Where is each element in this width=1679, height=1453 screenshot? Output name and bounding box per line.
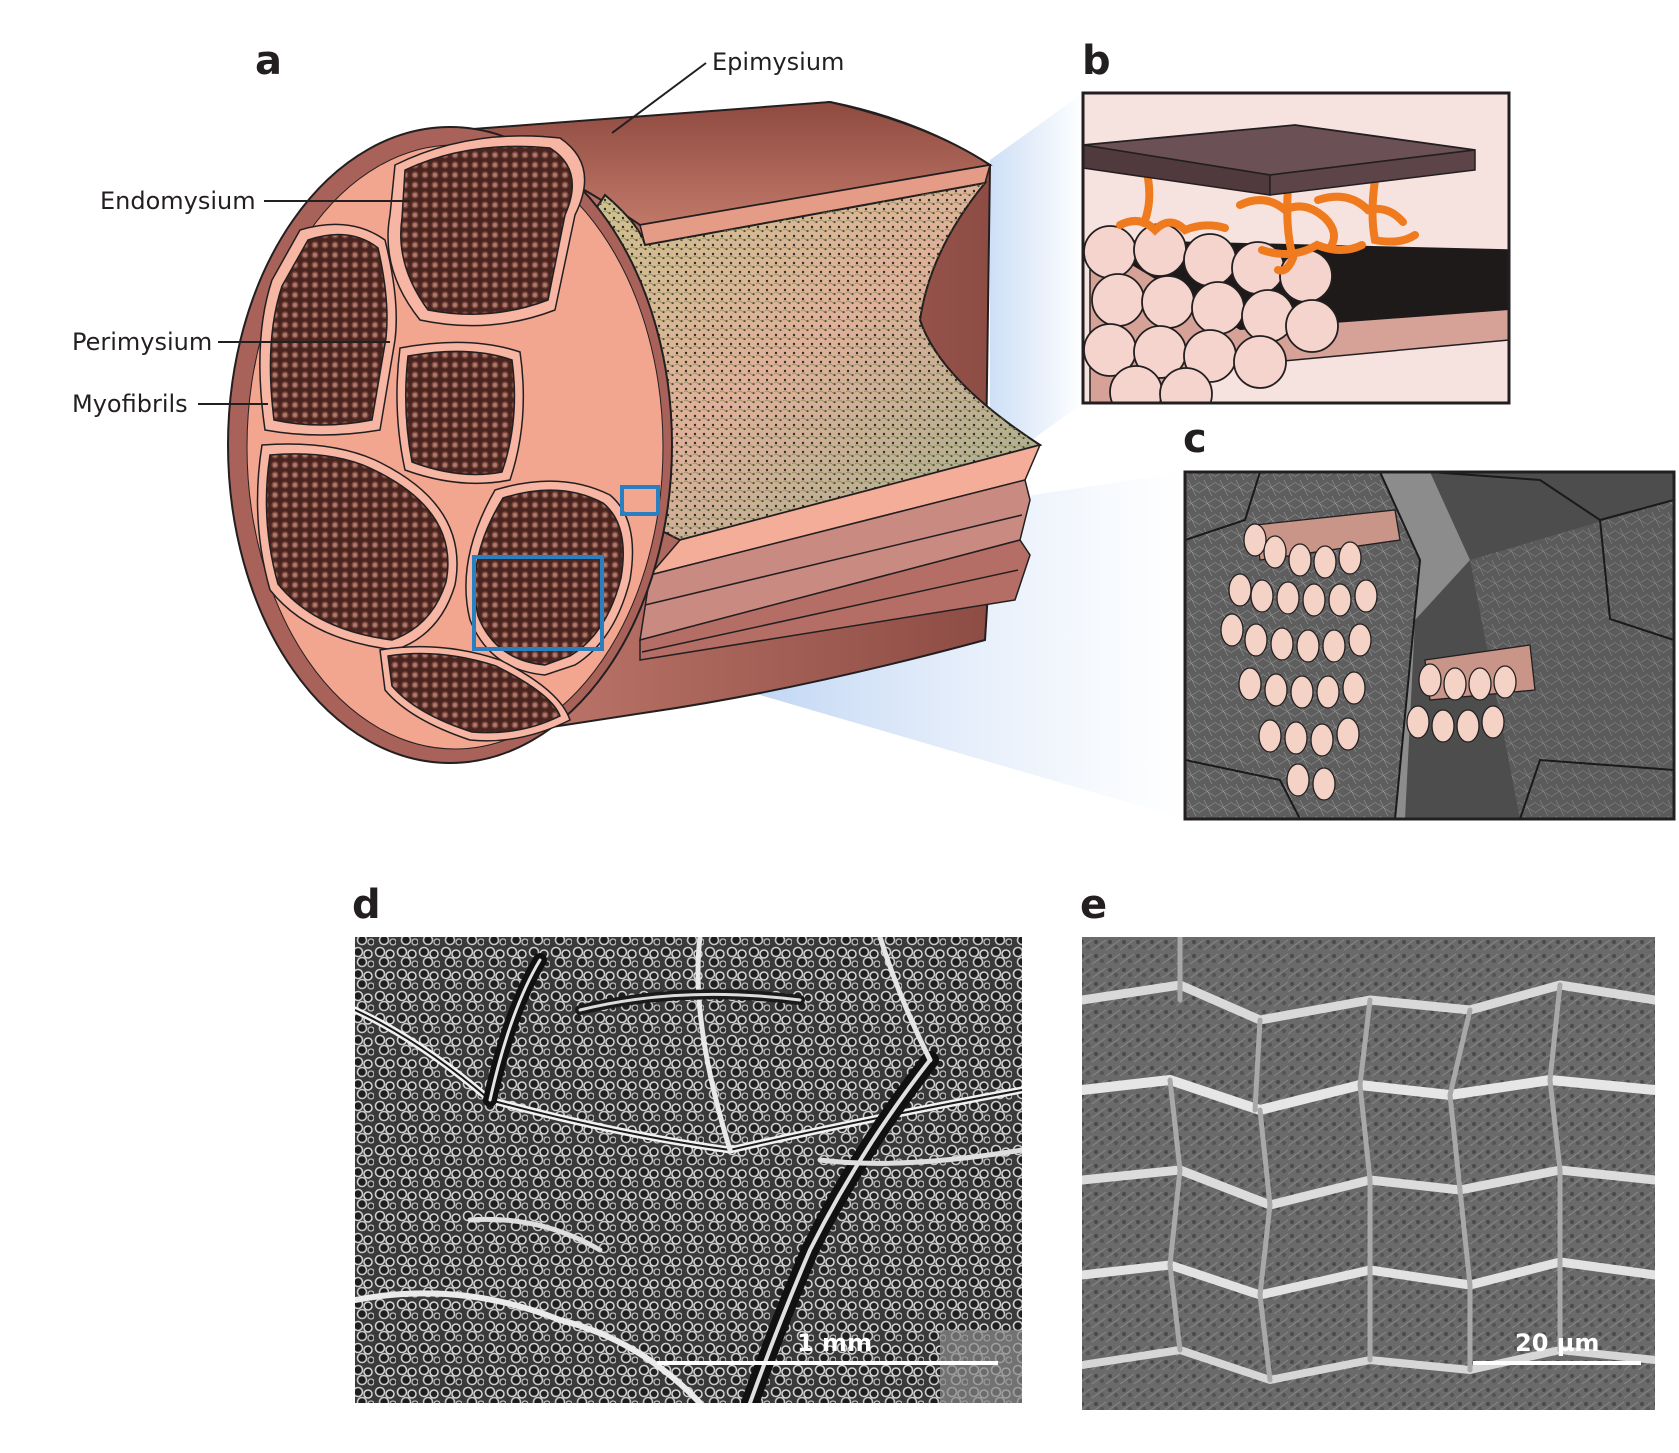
scale-bar-d: 1 mm <box>657 1329 998 1365</box>
projection-to-b <box>990 93 1083 470</box>
panel-letter-b: b <box>1082 38 1111 84</box>
scale-label-d: 1 mm <box>797 1329 872 1357</box>
fiber-layer-3 <box>639 539 1031 661</box>
cell-edges <box>1185 472 1674 819</box>
panel-letter-d: d <box>352 882 381 928</box>
label-endomysium: Endomysium <box>100 187 256 215</box>
panel-d: d 1 mm <box>352 882 1022 1403</box>
callout-epimysium: Epimysium <box>611 48 844 134</box>
sem-fascicle-boundaries <box>355 937 1022 1403</box>
panel-letter-c: c <box>1183 416 1207 462</box>
fiber-bundle-1 <box>1220 509 1401 801</box>
panel-c: c <box>1183 416 1676 821</box>
sem-image-d <box>355 937 1022 1403</box>
sem-d-corner-shade <box>940 1330 1022 1403</box>
panel-c-frame <box>1183 470 1676 821</box>
fiber-bundle-2 <box>1406 644 1536 743</box>
scale-label-e: 20 µm <box>1515 1329 1599 1357</box>
highlight-box-large <box>472 555 604 651</box>
panel-a: a <box>72 38 1185 819</box>
fascicle-group <box>256 135 634 742</box>
callout-myofibrils: Myofibrils <box>72 390 268 418</box>
panel-letter-a: a <box>255 38 282 84</box>
scale-bar-e: 20 µm <box>1473 1329 1641 1365</box>
label-epimysium: Epimysium <box>712 48 844 76</box>
sem-cell-walls <box>1082 937 1655 1384</box>
label-perimysium: Perimysium <box>72 328 212 356</box>
collagen-strands <box>1116 174 1419 275</box>
cell-mesh-right <box>1470 500 1674 819</box>
plate-side-right <box>1269 149 1476 196</box>
panel-b-frame <box>1081 91 1511 405</box>
highlight-box-small <box>620 485 660 516</box>
myofibril-ends <box>1083 223 1339 403</box>
panel-e: e 20 µm <box>1080 882 1655 1410</box>
panel-letter-e: e <box>1080 882 1107 928</box>
panel-b: b <box>1081 38 1511 405</box>
callout-endomysium: Endomysium <box>100 187 410 215</box>
fiber-groove-2 <box>641 569 1019 653</box>
label-myofibrils: Myofibrils <box>72 390 188 418</box>
fiber-groove-1 <box>644 514 1023 606</box>
callout-perimysium: Perimysium <box>72 328 390 356</box>
